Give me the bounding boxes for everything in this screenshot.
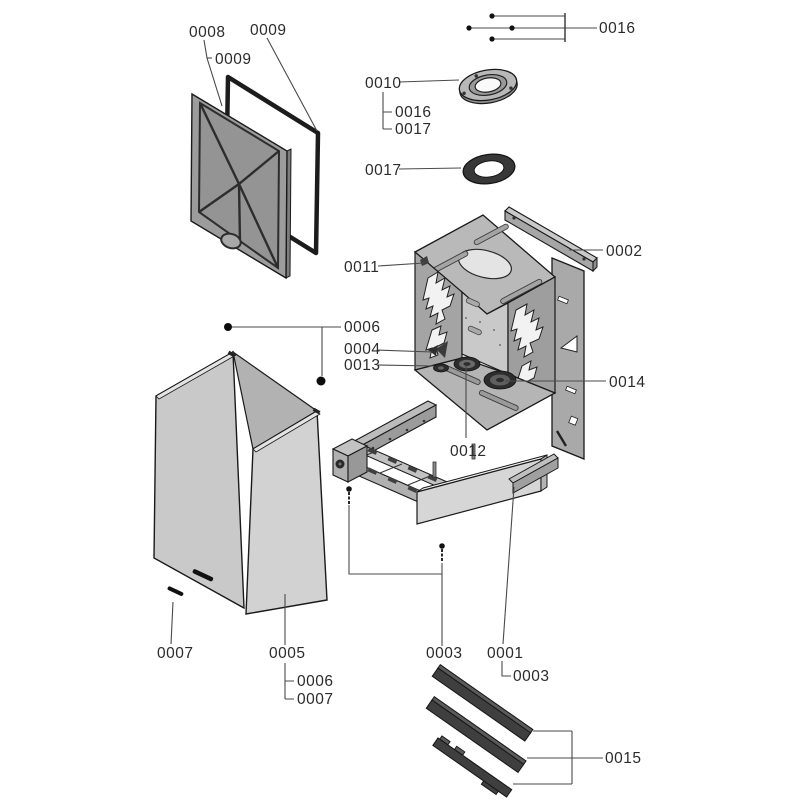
support-panel [551, 257, 585, 460]
callout-0002: 0002 [606, 243, 642, 260]
callout-0001: 0001 [487, 645, 523, 662]
callout-0005: 0005 [269, 645, 305, 662]
base-frame-0001 [331, 400, 559, 525]
callout-0003: 0003 [426, 645, 462, 662]
callout-0015: 0015 [605, 750, 641, 767]
callout-0017: 0017 [365, 162, 401, 179]
callout-0016: 0016 [599, 20, 635, 37]
collar-0010 [458, 68, 518, 105]
screw-icon [509, 25, 515, 31]
callout-0008: 0008 [189, 24, 225, 41]
combustion-box-0011 [413, 214, 557, 431]
stud [471, 443, 476, 460]
stud [432, 461, 437, 478]
callout-0009: 0009 [250, 22, 286, 39]
screws-0016 [466, 13, 597, 42]
fin-cutout [422, 271, 455, 325]
callout-0017-sub: 0017 [395, 121, 431, 138]
brand-badge [192, 569, 214, 582]
grommet-0014 [483, 370, 517, 390]
callout-0014: 0014 [609, 374, 645, 391]
screw-icon [466, 25, 472, 31]
fin-cutout [510, 303, 544, 358]
corner-clip [227, 350, 236, 358]
callout-labels: 0008 0009 0009 0016 0010 0016 0017 0017 … [157, 20, 645, 767]
callout-0009-sub: 0009 [215, 51, 251, 68]
front-panel-0008 [190, 92, 292, 280]
screws-0006 [224, 323, 326, 386]
callout-0003-sub: 0003 [513, 668, 549, 685]
grommet-0013 [433, 363, 449, 373]
panel-sight-hole [220, 232, 242, 250]
screws-0003 [346, 486, 445, 561]
insulation-bars-0015 [425, 664, 534, 798]
screw-icon [224, 323, 232, 331]
front-apron [416, 454, 548, 525]
callout-0011: 0011 [344, 259, 379, 276]
gasket-ring-0017 [462, 153, 516, 185]
callout-0007: 0007 [157, 645, 193, 662]
callout-0012: 0012 [450, 443, 486, 460]
leader-lines [170, 37, 606, 785]
screw-0007-icon [167, 586, 184, 596]
callout-0006-sub: 0006 [297, 673, 333, 690]
callout-0010: 0010 [365, 75, 401, 92]
callout-0016-sub: 0016 [395, 104, 431, 121]
screw-icon [316, 376, 326, 386]
clip [428, 345, 438, 356]
casing-0005 [153, 350, 328, 615]
callout-0006: 0006 [344, 319, 380, 336]
triangle-cutout [559, 335, 578, 353]
callout-0004: 0004 [344, 341, 380, 358]
connection-block [331, 438, 369, 483]
callout-0013: 0013 [344, 357, 380, 374]
grommet-0012 [453, 356, 481, 372]
callout-0007-sub: 0007 [297, 691, 333, 708]
rail-0002 [504, 206, 598, 273]
screw-icon [489, 36, 495, 42]
panel-ribs [198, 102, 280, 269]
screw-icon [489, 13, 495, 19]
corner-clip [312, 407, 321, 415]
